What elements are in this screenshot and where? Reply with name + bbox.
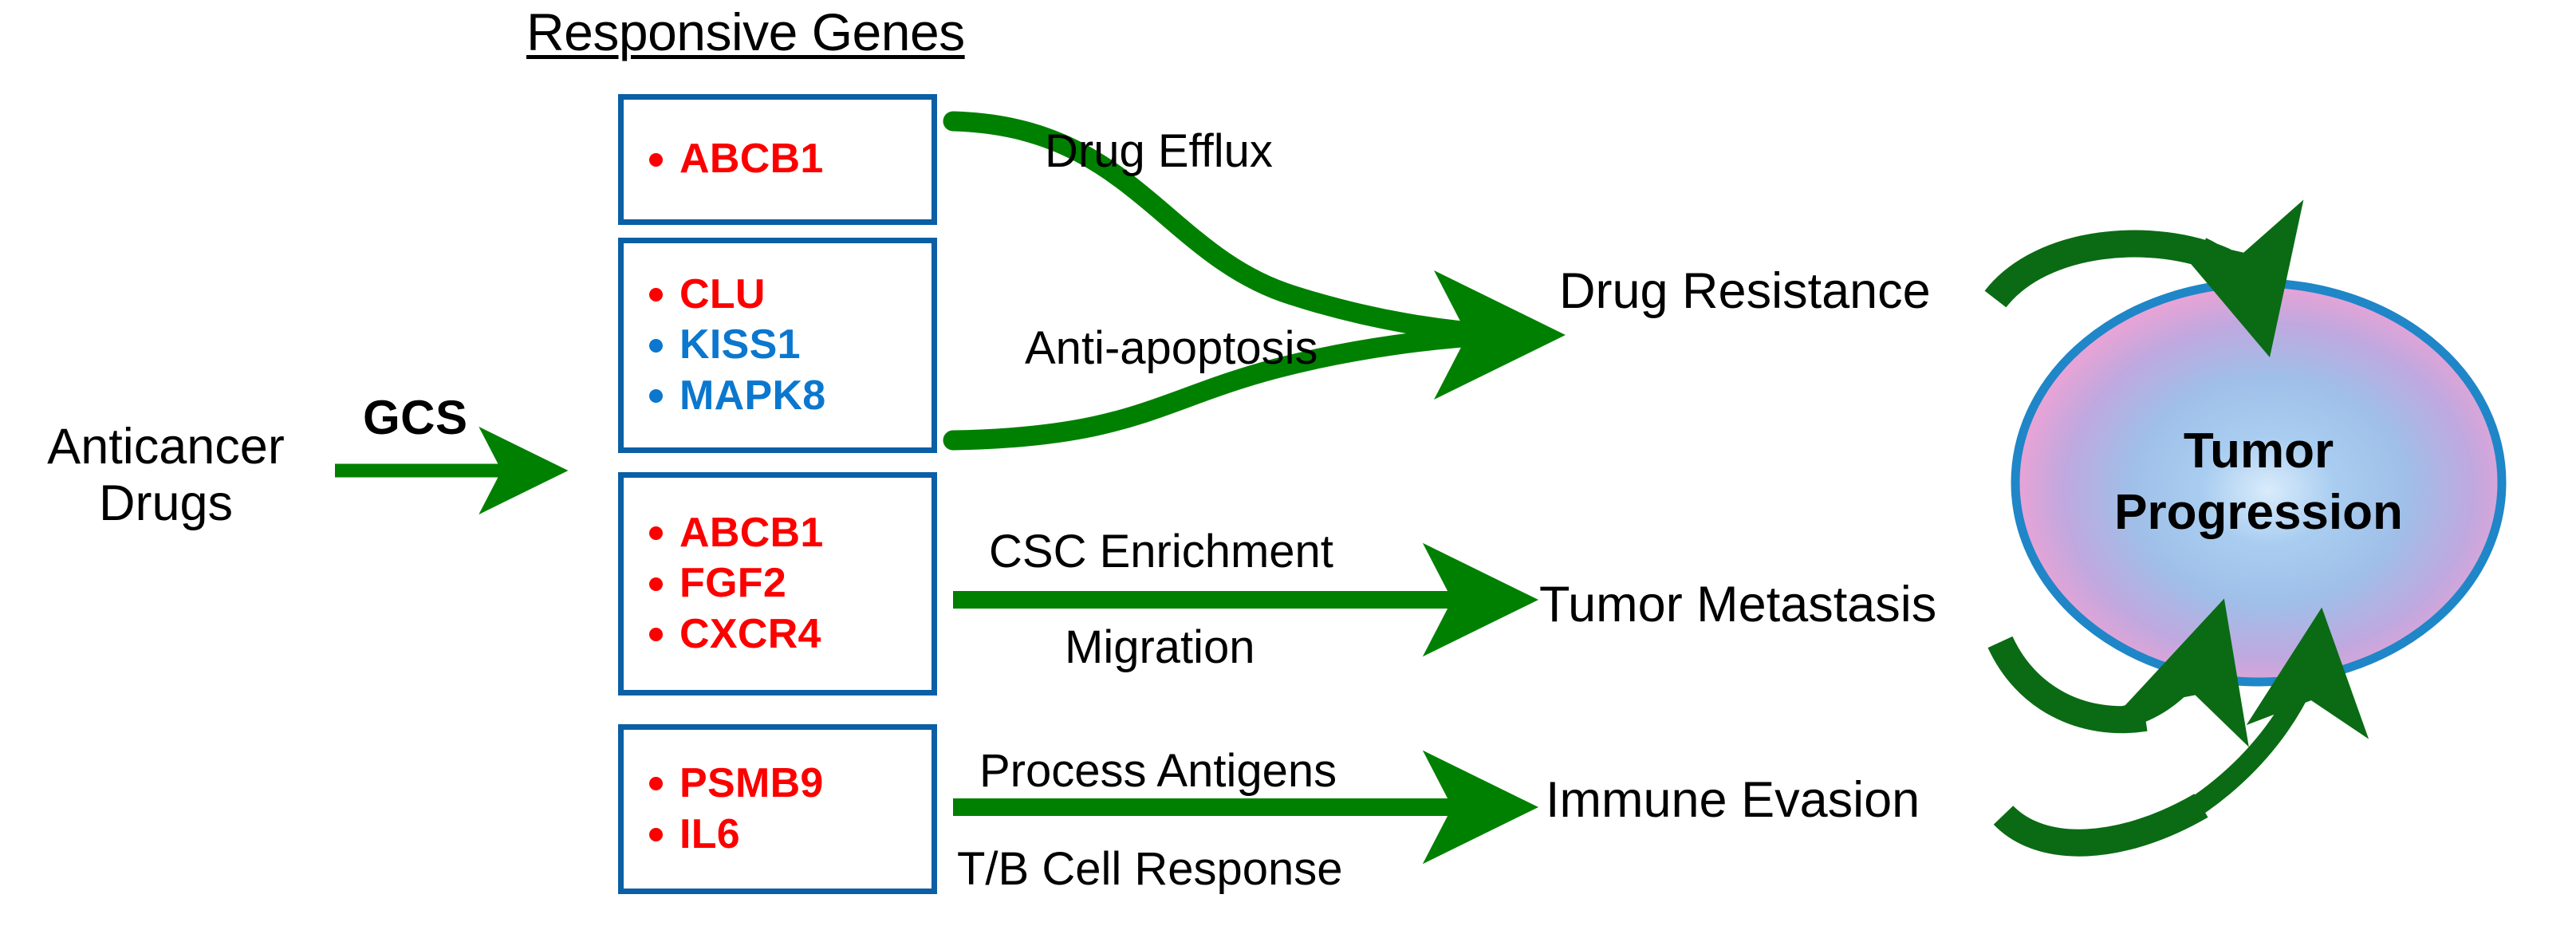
anti-apoptosis-arrow xyxy=(943,270,1566,451)
tumor-progression-label: Tumor Progression xyxy=(2015,283,2502,682)
process-label-migration: Migration xyxy=(1065,621,1255,673)
bullet-icon xyxy=(649,388,663,403)
gene-name: CLU xyxy=(679,270,766,317)
gene-name: KISS1 xyxy=(679,321,801,368)
process-label-csc-enrichment: CSC Enrichment xyxy=(989,526,1333,577)
drug-efflux-arrow xyxy=(943,111,1518,345)
process-label-drug-efflux: Drug Efflux xyxy=(1045,125,1273,177)
process-label-tb-cell-response: T/B Cell Response xyxy=(957,843,1343,895)
gene-item: MAPK8 xyxy=(624,371,932,421)
immune-evasion-to-tumor-arc xyxy=(1993,607,2369,857)
bullet-icon xyxy=(649,338,663,353)
bullet-icon xyxy=(649,827,663,841)
gene-item: IL6 xyxy=(624,810,932,860)
gene-box-4[interactable]: PSMB9 IL6 xyxy=(618,724,937,894)
outcome-drug-resistance: Drug Resistance xyxy=(1559,263,1931,319)
outcome-tumor-metastasis: Tumor Metastasis xyxy=(1539,577,1937,632)
tumor-line-2: Progression xyxy=(2114,485,2403,540)
source-line-2: Drugs xyxy=(98,475,234,531)
gene-item: ABCB1 xyxy=(624,508,932,558)
gene-name: FGF2 xyxy=(679,560,787,607)
page-title: Responsive Genes xyxy=(526,2,965,61)
gene-item: CXCR4 xyxy=(624,609,932,660)
tumor-progression-node: Tumor Progression xyxy=(2015,283,2502,682)
gene-item: FGF2 xyxy=(624,558,932,609)
gene-item: PSMB9 xyxy=(624,759,932,809)
tumor-line-1: Tumor xyxy=(2183,424,2334,479)
gene-name: MAPK8 xyxy=(679,372,826,419)
gene-name: CXCR4 xyxy=(679,610,821,657)
gene-name: ABCB1 xyxy=(679,136,824,183)
tumor-metastasis-to-tumor-arc xyxy=(1987,598,2249,747)
process-label-anti-apoptosis: Anti-apoptosis xyxy=(1025,322,1318,374)
source-node: Anticancer Drugs xyxy=(14,419,317,531)
outcome-immune-evasion: Immune Evasion xyxy=(1546,772,1920,828)
gene-name: ABCB1 xyxy=(679,509,824,556)
gene-box-3[interactable]: ABCB1 FGF2 CXCR4 xyxy=(618,472,937,695)
bullet-icon xyxy=(649,288,663,302)
bullet-icon xyxy=(649,777,663,791)
gene-item: ABCB1 xyxy=(624,134,932,184)
gene-name: PSMB9 xyxy=(679,760,824,807)
drug-resistance-to-tumor-arc xyxy=(1984,199,2304,358)
bullet-icon xyxy=(649,152,663,167)
gcs-enzyme-label: GCS xyxy=(363,391,468,444)
gene-name: IL6 xyxy=(679,810,741,857)
gene-item: KISS1 xyxy=(624,320,932,370)
bullet-icon xyxy=(649,526,663,541)
gene-item: CLU xyxy=(624,270,932,320)
bullet-icon xyxy=(649,627,663,641)
source-line-1: Anticancer xyxy=(47,419,285,475)
process-label-process-antigens: Process Antigens xyxy=(979,745,1337,797)
gene-box-2[interactable]: CLU KISS1 MAPK8 xyxy=(618,238,937,453)
gene-box-1[interactable]: ABCB1 xyxy=(618,94,937,225)
bullet-icon xyxy=(649,577,663,591)
